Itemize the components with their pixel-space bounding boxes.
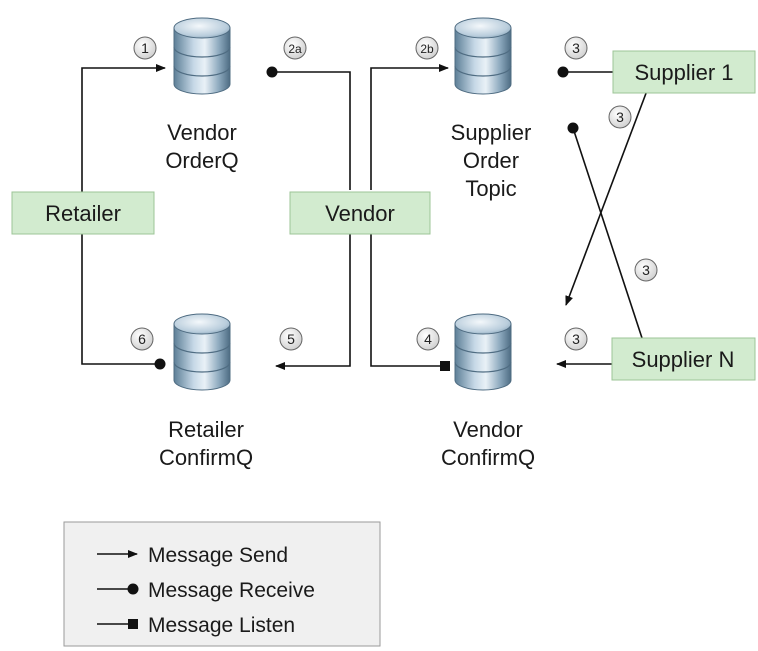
vendor-confirmq-cylinder <box>454 313 512 391</box>
legend-receive: Message Receive <box>97 579 315 602</box>
svg-text:3: 3 <box>616 109 624 125</box>
step-badge-4: 4 <box>416 327 440 351</box>
endpoint-markers <box>154 66 579 371</box>
connector-retailer-receive-confirmq <box>81 232 160 365</box>
connectors <box>81 64 649 370</box>
connector-vendor-send-topic <box>370 64 449 190</box>
supplier-order-topic-label-line2: Order <box>463 148 519 173</box>
svg-text:6: 6 <box>138 331 146 347</box>
retailer-box: Retailer <box>11 191 155 235</box>
vendor-orderq-cylinder <box>173 17 231 95</box>
legend-listen: Message Listen <box>97 614 295 637</box>
step-badge-3-supplier1: 3 <box>564 36 588 60</box>
step-badge-3-cross-mid: 3 <box>634 258 658 282</box>
svg-text:3: 3 <box>572 40 580 56</box>
step-badge-6: 6 <box>130 327 154 351</box>
svg-text:4: 4 <box>424 331 432 347</box>
svg-text:2a: 2a <box>288 42 302 56</box>
svg-text:1: 1 <box>141 40 149 56</box>
connector-vendor-listen-confirmq <box>370 230 445 367</box>
svg-text:2b: 2b <box>420 42 434 56</box>
supplier-1-label: Supplier 1 <box>634 60 733 85</box>
supplier-n-box: Supplier N <box>611 337 756 381</box>
receive-dot-suppliern <box>567 122 579 134</box>
step-badge-2b: 2b <box>415 36 439 60</box>
step-badge-1: 1 <box>133 36 157 60</box>
svg-text:3: 3 <box>642 262 650 278</box>
retailer-label: Retailer <box>45 201 121 226</box>
connector-supplier1-send-confirmq <box>565 87 649 306</box>
vendor-confirmq-label-line1: Vendor <box>453 417 523 442</box>
vendor-orderq-label-line1: Vendor <box>167 120 237 145</box>
vendor-orderq-label-line2: OrderQ <box>165 148 238 173</box>
legend-receive-label: Message Receive <box>148 579 315 602</box>
supplier-n-label: Supplier N <box>632 347 735 372</box>
retailer-confirmq-label-line1: Retailer <box>168 417 244 442</box>
retailer-confirmq-label-line2: ConfirmQ <box>159 445 253 470</box>
connector-retailer-send-orderq <box>81 64 166 195</box>
step-badge-3-suppliern: 3 <box>564 327 588 351</box>
legend-listen-label: Message Listen <box>148 614 295 637</box>
legend-send-label: Message Send <box>148 544 288 567</box>
receive-dot-retailer-confirmq <box>154 358 166 370</box>
step-badge-3-cross-top: 3 <box>608 105 632 129</box>
svg-text:5: 5 <box>287 331 295 347</box>
retailer-confirmq-cylinder <box>173 313 231 391</box>
connector-vendor-send-retailer-confirmq <box>275 230 351 370</box>
step-badge-2a: 2a <box>283 36 307 60</box>
legend-send: Message Send <box>97 544 288 567</box>
supplier-order-topic-label-line3: Topic <box>465 176 516 201</box>
listen-square-vendor-confirmq <box>440 361 450 371</box>
vendor-confirmq-label-line2: ConfirmQ <box>441 445 535 470</box>
legend: Message Send Message Receive Message Lis… <box>63 521 381 647</box>
receive-dot-supplier1 <box>557 66 569 78</box>
vendor-box: Vendor <box>289 191 431 235</box>
supplier-order-topic-cylinder <box>454 17 512 95</box>
connector-suppliern-receive-topic <box>572 127 643 339</box>
step-badges: 1 2a 2b 3 3 3 3 4 <box>130 36 658 351</box>
svg-text:3: 3 <box>572 331 580 347</box>
receive-dot-vendor-orderq <box>266 66 278 78</box>
connector-vendor-receive-orderq <box>272 71 351 190</box>
supplier-1-box: Supplier 1 <box>612 50 756 94</box>
step-badge-5: 5 <box>279 327 303 351</box>
vendor-label: Vendor <box>325 201 395 226</box>
supplier-order-topic-label-line1: Supplier <box>451 120 532 145</box>
